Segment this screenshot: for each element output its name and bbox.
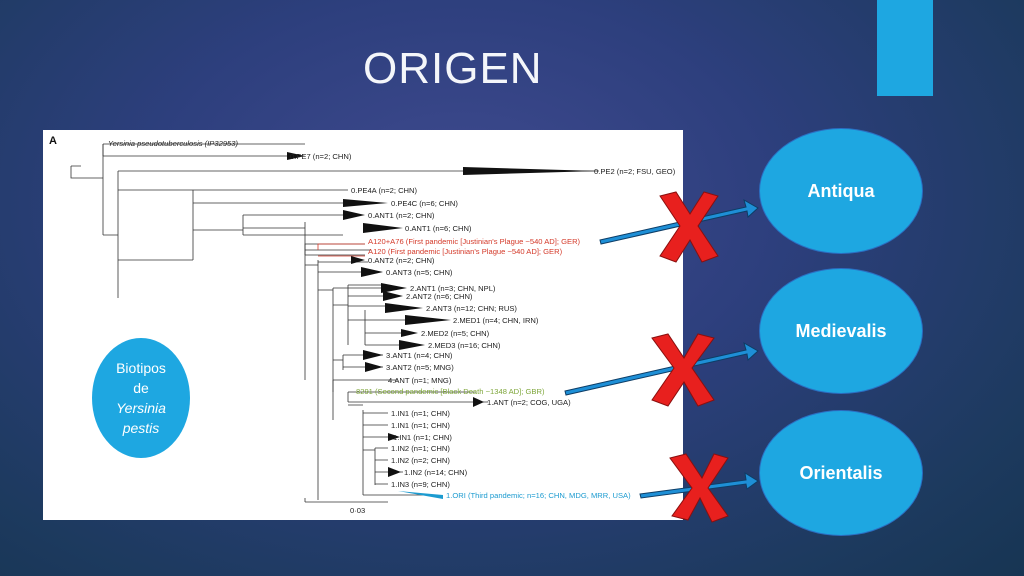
medievalis-label: Medievalis — [795, 320, 887, 341]
biotypes-caption-oval: Biotipos de Yersinia pestis — [92, 338, 190, 458]
clade-2-med1 — [405, 315, 451, 325]
antiqua-label: Antiqua — [807, 180, 875, 201]
leaf-label: 1.ANT (n=2; COG, UGA) — [487, 398, 571, 407]
leaf-label: 3.ANT2 (n=5; MNG) — [386, 363, 454, 372]
leaf-label: 0.ANT3 (n=5; CHN) — [386, 268, 453, 277]
leaf-label: 3.ANT1 (n=4; CHN) — [386, 351, 453, 360]
leaf-label: 4.ANT (n=1; MNG) — [388, 376, 452, 385]
clade-0-ant3 — [361, 267, 383, 277]
x-mark-medievalis — [651, 333, 715, 407]
clade-3-ant2 — [365, 362, 383, 372]
arrow-to-antiqua — [599, 198, 759, 245]
leaf-label: 1.IN3 (n=9; CHN) — [391, 480, 450, 489]
leaf-label: 2.ANT2 (n=6; CHN) — [406, 292, 473, 301]
phylogenetic-tree: A Yersinia pseudotuberculosis (IP32953) … — [49, 135, 676, 515]
clade-2-med2 — [401, 329, 418, 337]
biotypes-line: pestis — [122, 420, 160, 436]
leaf-label: 0.PE2 (n=2; FSU, GEO) — [594, 167, 676, 176]
antiqua-oval: Antiqua — [759, 128, 923, 254]
leaf-label: 1.IN1 (n=1; CHN) — [393, 433, 452, 442]
clade-2-ant1 — [381, 283, 407, 293]
collapsed-clades — [287, 152, 599, 477]
biotypes-line: Yersinia — [116, 400, 166, 416]
leaf-label: 0.PE7 (n=2; CHN) — [290, 152, 352, 161]
leaf-label: 1.IN1 (n=1; CHN) — [391, 421, 450, 430]
leaf-label: 0.ANT2 (n=2; CHN) — [368, 256, 435, 265]
scale-label: 0·03 — [350, 506, 365, 515]
leaf-label: 0.ANT1 (n=6; CHN) — [405, 224, 472, 233]
slide-title: ORIGEN — [363, 44, 543, 93]
clade-0-pe4c — [343, 199, 388, 207]
clade-0-ant1-b — [363, 223, 403, 233]
leaf-label: 0.PE4A (n=2; CHN) — [351, 186, 418, 195]
orientalis-oval: Orientalis — [759, 410, 923, 536]
arrow-to-orientalis — [639, 472, 759, 499]
leaf-label: A120 (First pandemic [Justinian's Plague… — [368, 247, 563, 256]
arrow-to-medievalis — [564, 341, 759, 396]
tree-branches — [70, 143, 599, 503]
leaf-label: 1.IN2 (n=14; CHN) — [404, 468, 468, 477]
leaf-label: 1.IN1 (n=1; CHN) — [391, 409, 450, 418]
clade-2-med3 — [399, 340, 425, 350]
leaf-label: 2.MED3 (n=16; CHN) — [428, 341, 501, 350]
leaf-label: 1.IN2 (n=1; CHN) — [391, 444, 450, 453]
clade-1-in2 — [388, 433, 400, 441]
x-mark-antiqua — [659, 191, 719, 263]
leaf-label: 2.ANT1 (n=3; CHN, NPL) — [410, 284, 496, 293]
leaf-label: 8291 (Second pandemic [Black Death ~1348… — [356, 387, 545, 396]
leaf-label: 1.IN2 (n=2; CHN) — [391, 456, 450, 465]
biotypes-line: de — [133, 380, 149, 396]
clade-0-pe7 — [287, 152, 305, 160]
leaf-label: 0.PE4C (n=6; CHN) — [391, 199, 458, 208]
first-pandemic-branches — [317, 243, 365, 257]
leaf-label: 2.MED1 (n=4; CHN, IRN) — [453, 316, 539, 325]
biotypes-line: Biotipos — [116, 360, 166, 376]
clade-0-pe2 — [463, 167, 599, 175]
panel-letter: A — [49, 135, 57, 147]
clade-3-ant1 — [363, 350, 383, 360]
clade-0-ant2 — [351, 256, 365, 264]
clade-2-ant2 — [383, 291, 403, 301]
clade-2-ant3 — [385, 303, 423, 313]
x-mark-orientalis — [669, 453, 729, 523]
accent-bar — [877, 0, 933, 96]
leaf-label: A120+A76 (First pandemic [Justinian's Pl… — [368, 237, 581, 246]
clade-1-ori — [398, 491, 443, 499]
clade-0-ant1-a — [343, 210, 365, 220]
medievalis-oval: Medievalis — [759, 268, 923, 394]
root-label: Yersinia pseudotuberculosis (IP32953) — [108, 139, 238, 148]
leaf-label: 2.ANT3 (n=12; CHN; RUS) — [426, 304, 517, 313]
leaf-label: 1.ORI (Third pandemic; n=16; CHN, MDG, M… — [446, 491, 631, 500]
clade-1-in2-b — [388, 467, 401, 477]
orientalis-label: Orientalis — [799, 462, 883, 483]
clade-1-ant — [473, 397, 484, 407]
leaf-label: 0.ANT1 (n=2; CHN) — [368, 211, 435, 220]
leaf-label: 2.MED2 (n=5; CHN) — [421, 329, 490, 338]
